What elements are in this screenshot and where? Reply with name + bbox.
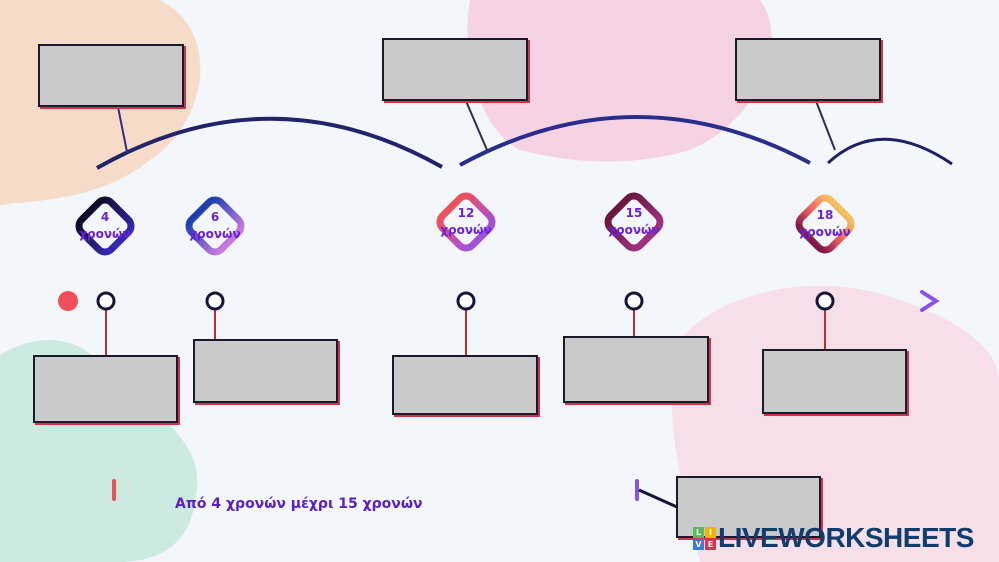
milestone-unit: χρονών (799, 225, 851, 239)
milestone-label-4: 4 χρονών (65, 209, 145, 243)
milestone-label-6: 6 χρονών (175, 209, 255, 243)
answer-box-4[interactable] (33, 355, 178, 423)
logo-tile: E (705, 538, 716, 550)
milestone-age: 6 (210, 210, 220, 224)
answer-box-top-3[interactable] (735, 38, 881, 101)
milestone-unit: χρονών (189, 227, 241, 241)
milestone-label-18: 18 χρονών (785, 207, 865, 241)
diamond-4 (75, 196, 135, 256)
answer-box-12[interactable] (392, 355, 538, 415)
milestone-label-12: 12 χρονών (426, 205, 506, 239)
milestone-age: 12 (457, 206, 475, 220)
milestone-unit: χρονών (79, 227, 131, 241)
timeline-point (96, 291, 116, 311)
range-label: Από 4 χρονών μέχρι 15 χρονών (175, 496, 423, 512)
diamond-12 (436, 192, 496, 252)
timeline-arrow-icon (920, 290, 940, 312)
milestone-age: 15 (625, 206, 643, 220)
answer-box-15[interactable] (563, 336, 709, 403)
milestone-age: 4 (100, 210, 110, 224)
logo-tile: V (693, 538, 704, 550)
logo-tile: L (693, 526, 704, 538)
diamond-6 (185, 196, 245, 256)
diamond-15 (604, 192, 664, 252)
arc-1 (96, 116, 443, 170)
milestone-unit: χρονών (608, 223, 660, 237)
logo-tile: I (705, 526, 716, 538)
milestone-age: 18 (816, 208, 834, 222)
answer-box-top-1[interactable] (38, 44, 184, 107)
milestone-label-15: 15 χρονών (594, 205, 674, 239)
timeline-point (205, 291, 225, 311)
milestone-unit: χρονών (440, 223, 492, 237)
logo-text: LIVEWORKSHEETS (718, 522, 974, 553)
liveworksheets-logo: L I V E LIVEWORKSHEETS (693, 522, 974, 554)
logo-tiles-icon: L I V E (693, 526, 716, 550)
answer-box-6[interactable] (193, 339, 338, 403)
diamond-18 (795, 194, 855, 254)
timeline-point (456, 291, 476, 311)
arc-3 (826, 137, 953, 166)
arc-2 (459, 115, 811, 167)
timeline-point (624, 291, 644, 311)
timeline-point (815, 291, 835, 311)
answer-box-18[interactable] (762, 349, 907, 414)
answer-box-top-2[interactable] (382, 38, 528, 101)
